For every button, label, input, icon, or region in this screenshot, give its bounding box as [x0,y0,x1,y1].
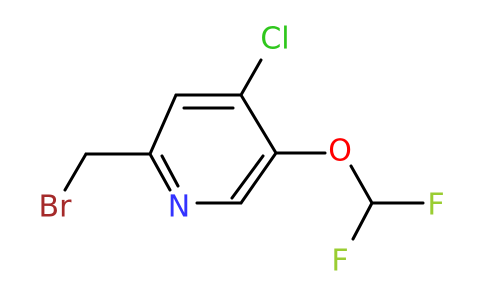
bond-c4-cl [239,58,263,97]
bond-c2-c3 [148,93,178,156]
bonds [63,58,425,241]
bond-c4-c5 [239,93,278,155]
bromine-atom-label: Br [39,190,73,225]
bond-chf2-f2 [351,201,374,241]
bond-ch2-br [63,152,88,192]
bond-n-c2-double [160,154,180,188]
chlorine-atom-label: Cl [260,22,289,57]
bond-o-chf2 [349,164,374,205]
bond-n-c2 [148,152,172,192]
bond-c5-c6 [239,151,278,205]
nitrogen-atom-label: N [168,190,190,225]
oxygen-atom-label: O [328,134,352,169]
bond-c5-c6-double [230,154,265,200]
fluorine-atom-label-bottom: F [331,244,348,279]
atom-labels: Cl Br N O F F [39,22,445,279]
fluorine-atom-label-right: F [427,188,444,223]
